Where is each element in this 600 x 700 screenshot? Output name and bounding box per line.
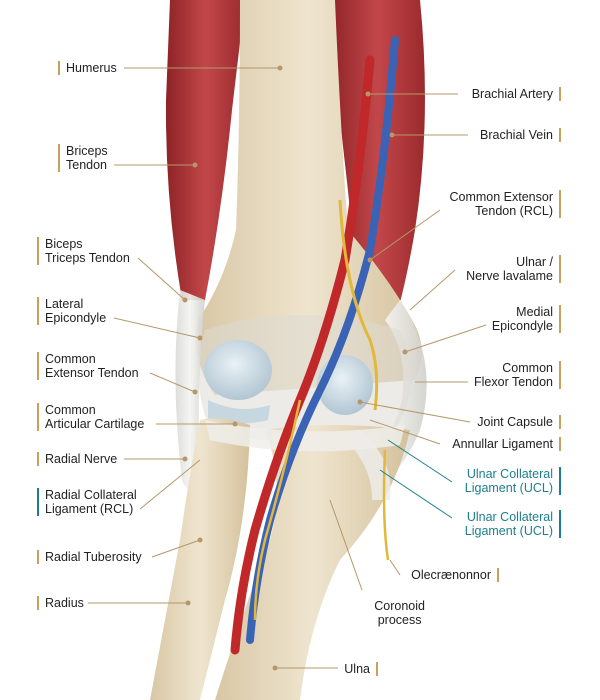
label-marker — [559, 190, 561, 218]
label-lateral-epicondyle: Lateral Epicondyle — [37, 297, 106, 325]
label-marker — [559, 467, 561, 495]
label-brachial-vein: Brachial Vein — [480, 128, 561, 142]
ulna-bone — [215, 425, 410, 700]
label-radial-collateral-ligament: Radial Collateral Ligament (RCL) — [37, 488, 137, 516]
label-common-flexor-tendon: Common Flexor Tendon — [474, 361, 561, 389]
articular-cartilage-lateral — [204, 340, 272, 400]
label-coronoid-process: Coronoid process — [374, 599, 425, 627]
label-marker — [37, 237, 39, 265]
ulnar-nerve — [338, 199, 379, 411]
label-articular-cartilage: Common Articular Cartilage — [37, 403, 144, 431]
label-ulnar-collateral-ligament-1: Ulnar Collateral Ligament (UCL) — [465, 467, 561, 495]
label-marker — [37, 352, 39, 380]
biceps-muscle-left — [165, 0, 245, 300]
label-biceps-triceps-tendon: Biceps Triceps Tendon — [37, 237, 130, 265]
label-humerus: Humerus — [58, 61, 117, 75]
label-marker — [559, 87, 561, 101]
radial-nerve-line — [382, 449, 390, 561]
label-joint-capsule: Joint Capsule — [477, 415, 561, 429]
label-brachial-artery: Brachial Artery — [472, 87, 561, 101]
label-marker — [376, 662, 378, 676]
label-radial-tuberosity: Radial Tuberosity — [37, 550, 142, 564]
label-marker — [559, 437, 561, 451]
label-marker — [37, 596, 39, 610]
label-marker — [559, 361, 561, 389]
label-olecranon: Olecrænonnor — [411, 568, 499, 582]
label-marker — [37, 403, 39, 431]
brachial-artery — [230, 55, 375, 655]
label-marker — [497, 568, 499, 582]
label-marker — [58, 144, 60, 172]
label-ulnar-nerve: Ulnar / Nerve lavalame — [466, 255, 561, 283]
label-marker — [559, 415, 561, 429]
median-nerve — [253, 399, 302, 621]
label-marker — [37, 550, 39, 564]
label-radial-nerve: Radial Nerve — [37, 452, 117, 466]
label-marker — [559, 128, 561, 142]
label-marker — [37, 452, 39, 466]
humerus-bone — [196, 0, 422, 395]
label-marker — [559, 510, 561, 538]
label-ulnar-collateral-ligament-2: Ulnar Collateral Ligament (UCL) — [465, 510, 561, 538]
label-ulna: Ulna — [344, 662, 378, 676]
label-medial-epicondyle: Medial Epicondyle — [492, 305, 561, 333]
label-common-extensor-tendon-rcl: Common Extensor Tendon (RCL) — [449, 190, 561, 218]
label-radius: Radius — [37, 596, 84, 610]
ulnar-collateral-ligament — [345, 430, 391, 500]
label-common-extensor-tendon: Common Extensor Tendon — [37, 352, 139, 380]
radial-head-cartilage — [208, 400, 270, 424]
label-marker — [58, 61, 60, 75]
label-marker — [37, 488, 39, 516]
label-marker — [37, 297, 39, 325]
label-marker — [559, 255, 561, 283]
label-biceps-tendon: Briceps Tendon — [58, 144, 108, 172]
label-marker — [559, 305, 561, 333]
radius-bone — [150, 418, 250, 700]
label-annular-ligament: Annullar Ligament — [452, 437, 561, 451]
